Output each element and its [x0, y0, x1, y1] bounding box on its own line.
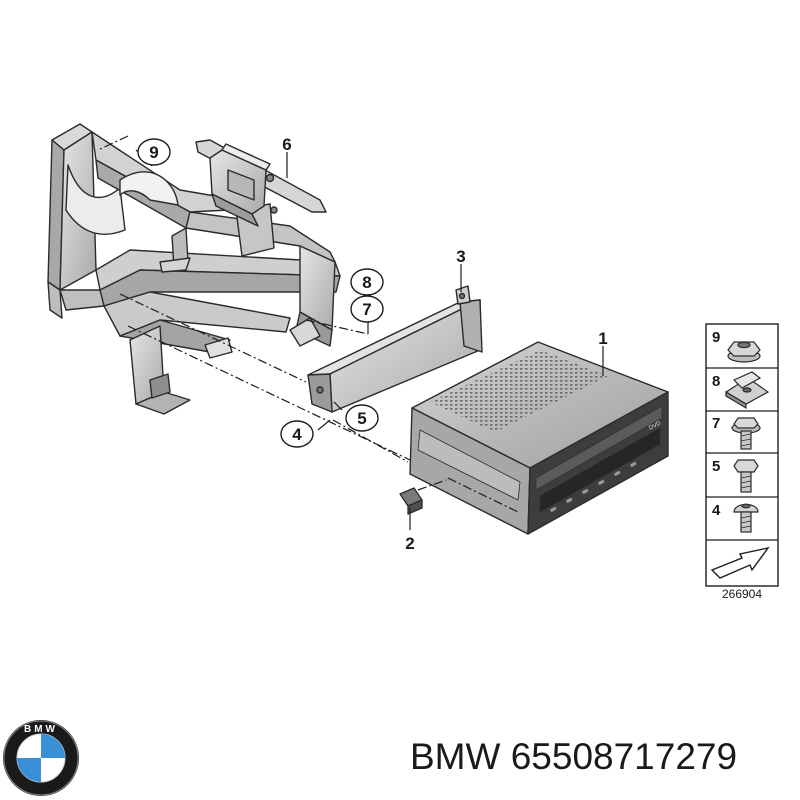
part-2-pad [399, 487, 423, 515]
caption-part-number: 65508717279 [510, 736, 738, 777]
part-caption: BMW 65508717279 [410, 736, 796, 778]
callout-3: 3 [456, 247, 465, 266]
clip-nut-icon [724, 371, 770, 410]
callout-2-label: 2 [405, 534, 414, 553]
callout-3-label: 3 [456, 247, 465, 266]
legend-num-4: 4 [712, 502, 721, 519]
part-1-dvd-changer: DVD [409, 341, 669, 535]
torx-bolt-icon [733, 503, 759, 533]
legend-num-5: 5 [712, 458, 720, 475]
callout-2: 2 [405, 534, 414, 553]
callout-7-label: 7 [362, 300, 371, 319]
callout-7: 7 [350, 295, 384, 323]
callout-9-label: 9 [149, 143, 158, 162]
bmw-roundel-logo: BMW [3, 720, 79, 796]
callout-6: 6 [282, 135, 291, 154]
legend-row-5: 5 [712, 458, 759, 493]
mounting-frame [47, 123, 341, 415]
callout-5: 5 [345, 404, 379, 432]
fastener-legend: 9 8 7 [705, 323, 779, 587]
legend-row-8: 8 [712, 371, 770, 410]
svg-text:BMW: BMW [24, 724, 58, 735]
legend-num-8: 8 [712, 373, 720, 390]
legend-num-7: 7 [712, 415, 720, 432]
direction-arrow-icon [710, 546, 770, 579]
callout-4-label: 4 [292, 425, 302, 444]
flange-nut-icon [727, 341, 761, 363]
legend-row-9: 9 [712, 329, 761, 363]
caption-brand: BMW [410, 736, 501, 777]
part-3-side-bracket [307, 285, 483, 413]
assembly-lines [97, 135, 519, 513]
legend-num-9: 9 [712, 329, 720, 346]
svg-text:DVD: DVD [648, 420, 663, 432]
legend-row-4: 4 [712, 502, 759, 533]
callout-6-label: 6 [282, 135, 291, 154]
callout-8: 8 [350, 268, 384, 296]
figure-reference-code: 266904 [722, 587, 762, 601]
callout-4: 4 [280, 420, 314, 448]
callout-9: 9 [137, 138, 171, 166]
legend-row-7: 7 [712, 415, 761, 450]
callout-5-label: 5 [357, 409, 366, 428]
flange-bolt-icon [731, 417, 761, 450]
callout-8-label: 8 [362, 273, 371, 292]
hex-bolt-icon [733, 459, 759, 493]
callout-1: 1 [598, 329, 607, 348]
callout-1-label: 1 [598, 329, 607, 348]
part-6-top-bracket [195, 139, 327, 227]
